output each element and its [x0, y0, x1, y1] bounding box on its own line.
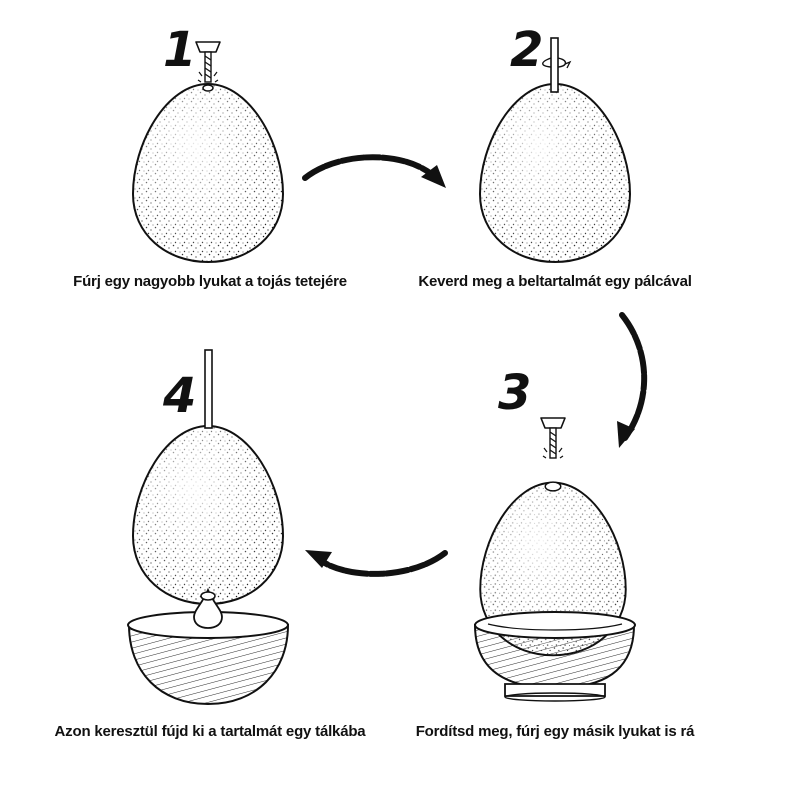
- step-2-caption: Keverd meg a beltartalmát egy pálcával: [418, 273, 692, 290]
- egg-icon: [479, 83, 631, 263]
- step-1-number: 1: [163, 22, 196, 78]
- drop-icon: [193, 587, 223, 629]
- step-3-caption: Fordítsd meg, fúrj egy másik lyukat is r…: [415, 723, 695, 740]
- stick-icon: [204, 349, 213, 429]
- curved-arrow-icon: [305, 550, 448, 577]
- egg-icon: [132, 425, 284, 605]
- drill-icon: [540, 417, 566, 459]
- step-3-number: 3: [498, 365, 531, 421]
- step-3: 3: [473, 365, 636, 702]
- curved-arrow-icon: [617, 312, 648, 448]
- drill-icon: [195, 41, 221, 83]
- step-2-number: 2: [510, 22, 543, 78]
- step-4-number: 4: [162, 368, 196, 424]
- step-2: 2: [479, 22, 631, 263]
- stick-icon: [542, 37, 572, 93]
- curved-arrow-icon: [302, 154, 446, 188]
- egg-icon: [479, 481, 627, 657]
- egg-icon: [132, 83, 284, 263]
- step-4: 4: [127, 349, 290, 706]
- step-1-caption: Fúrj egy nagyobb lyukat a tojás tetejére: [73, 273, 347, 290]
- bowl-icon: [127, 611, 290, 706]
- step-1: 1: [132, 22, 284, 263]
- step-4-caption: Azon keresztül fújd ki a tartalmát egy t…: [54, 723, 366, 740]
